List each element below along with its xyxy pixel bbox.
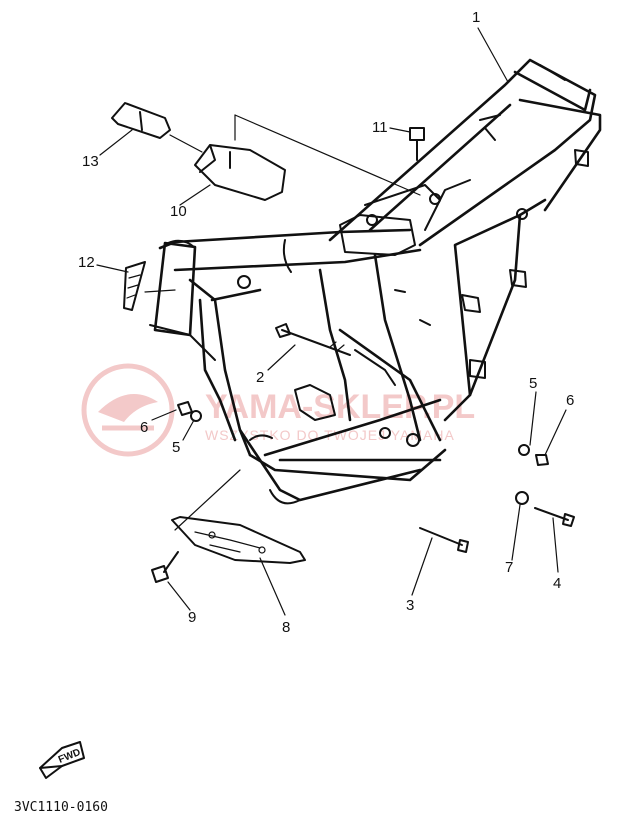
part-5-washer-right [518, 444, 530, 456]
callout-8: 8 [282, 619, 290, 636]
callout-6-right: 6 [566, 392, 574, 409]
fwd-direction-marker: FWD [39, 741, 85, 779]
callout-2: 2 [256, 369, 264, 386]
frame-drawing [149, 58, 602, 505]
part-4-bolt [534, 507, 575, 527]
part-5-washer-left [190, 410, 202, 422]
callout-4: 4 [553, 575, 561, 592]
leader-lines [96, 27, 567, 616]
callout-1: 1 [472, 9, 480, 26]
part-11-bolt [409, 127, 425, 161]
part-13-pad [111, 102, 171, 139]
callout-11: 11 [372, 119, 388, 136]
part-10-cover [194, 144, 286, 201]
callout-12: 12 [78, 254, 95, 271]
part-9-bolt [151, 551, 179, 583]
part-7-washer [515, 491, 529, 505]
part-8-skid-plate [171, 516, 306, 564]
watermark: YAMA-SKLEP.PL WSZYSTKO DO TWOJEJ YAMAHA [81, 363, 475, 457]
callout-5-left: 5 [172, 439, 180, 456]
callout-13: 13 [82, 153, 99, 170]
callout-5-right: 5 [529, 375, 537, 392]
watermark-title: YAMA-SKLEP.PL [205, 388, 475, 426]
part-12-strip [123, 261, 146, 311]
callout-10: 10 [170, 203, 187, 220]
diagram-code: 3VC1110-0160 [14, 800, 108, 815]
callout-7: 7 [505, 559, 513, 576]
part-3-bolt [419, 527, 469, 553]
callout-3: 3 [406, 597, 414, 614]
part-6-nut-left [177, 401, 193, 416]
callout-6-left: 6 [140, 419, 148, 436]
callout-labels: 1 2 3 4 5 5 6 6 7 8 9 10 11 12 13 [78, 9, 574, 636]
callout-9: 9 [188, 609, 196, 626]
part-6-nut-right [535, 454, 549, 466]
part-2-bolt [275, 323, 351, 356]
